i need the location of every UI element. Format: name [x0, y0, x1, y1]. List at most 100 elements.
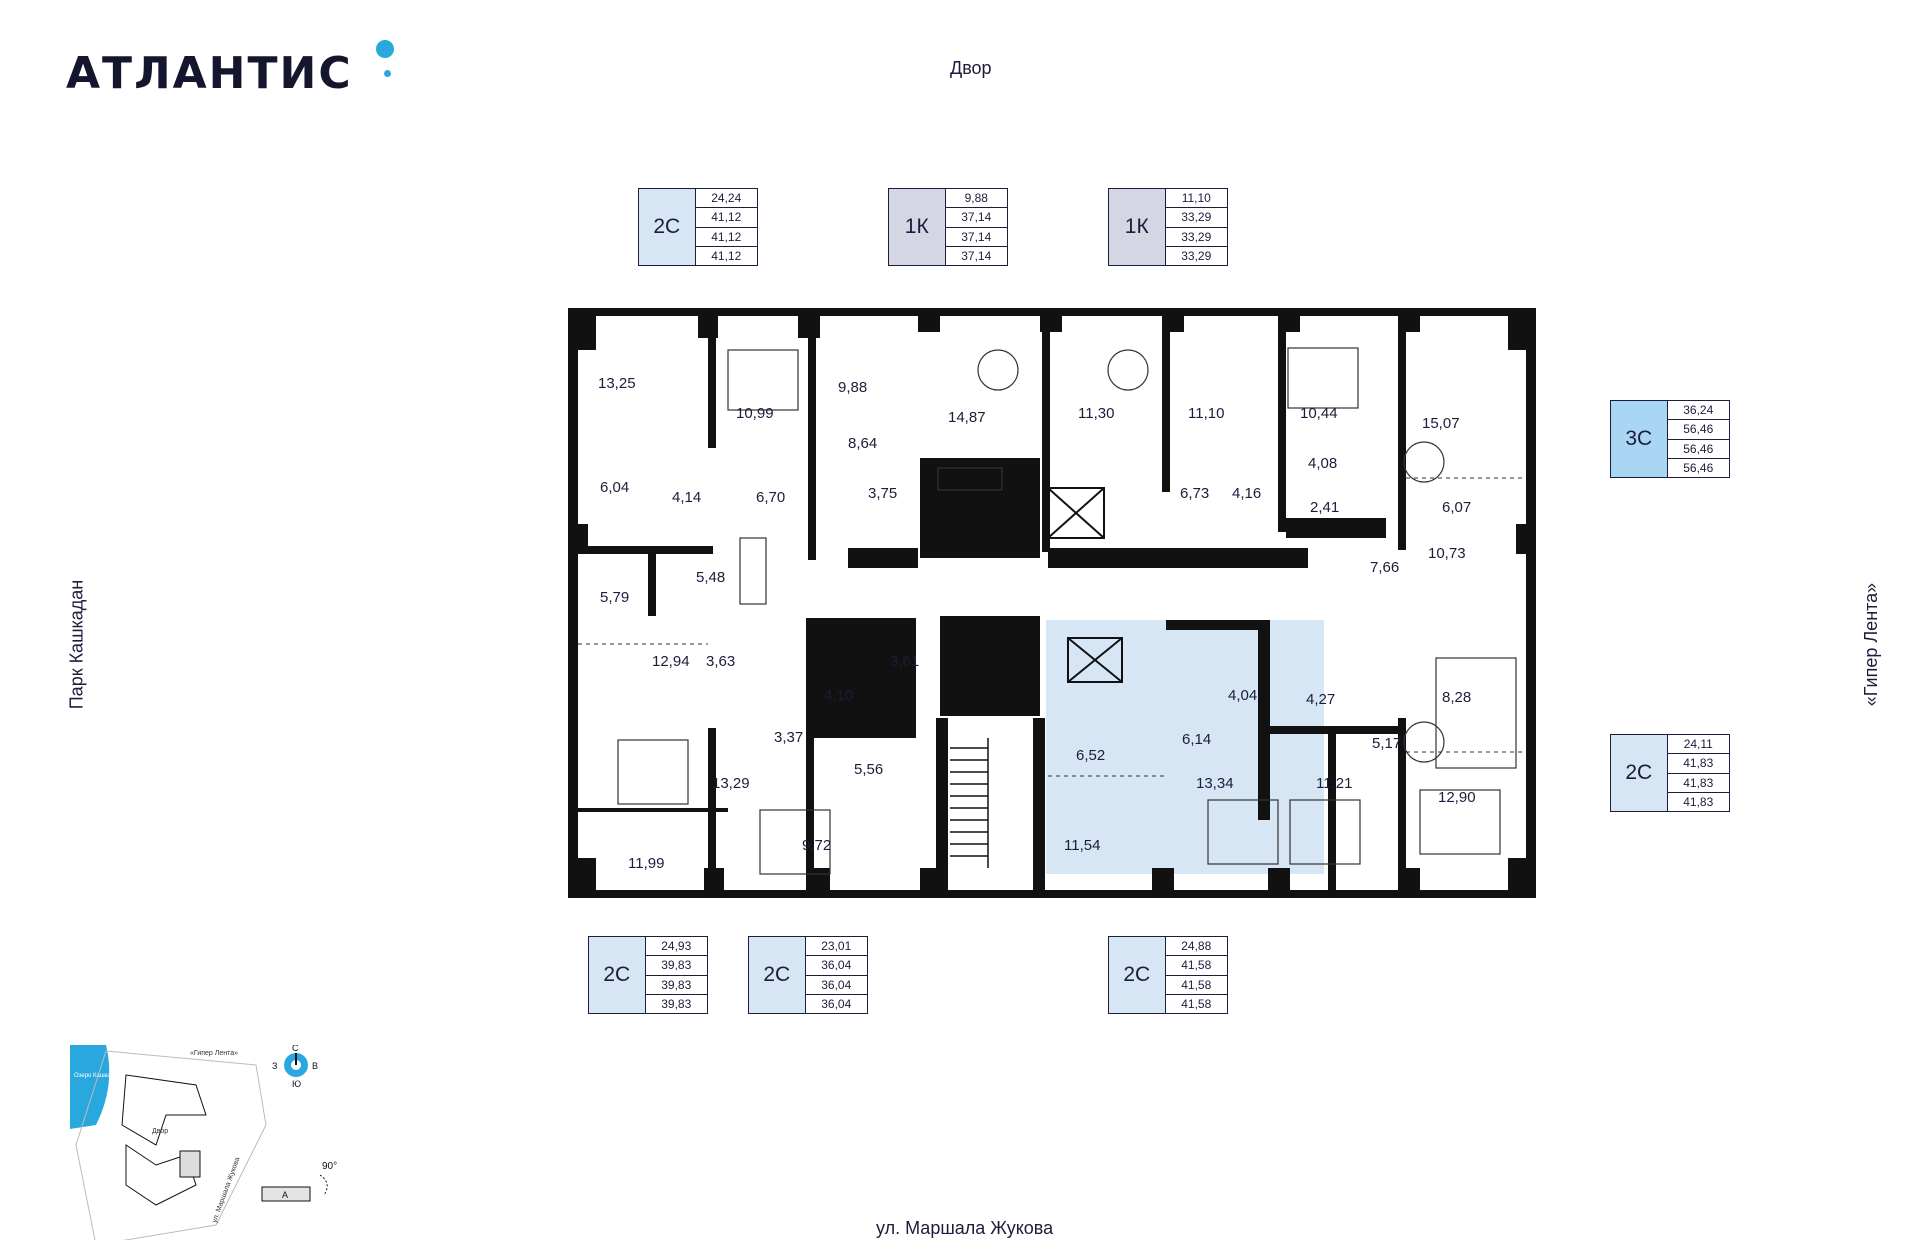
room-area-label: 8,28 — [1442, 689, 1471, 706]
apartment-code: 2С — [639, 189, 696, 265]
room-area-label: 5,79 — [600, 589, 629, 606]
room-area-label: 4,10 — [824, 687, 853, 704]
apartment-card[interactable]: 2С 24,24 41,12 41,12 41,12 — [638, 188, 758, 266]
apartment-value: 56,46 — [1667, 420, 1729, 440]
apartment-value: 41,83 — [1667, 774, 1729, 793]
apartment-card[interactable]: 1К 9,88 37,14 37,14 37,14 — [888, 188, 1008, 266]
apartment-value: 41,58 — [1165, 956, 1227, 976]
apartment-value: 24,88 — [1165, 937, 1227, 957]
room-area-label: 5,48 — [696, 569, 725, 586]
room-area-label: 4,16 — [1232, 485, 1261, 502]
room-area-label: 2,41 — [1310, 499, 1339, 516]
label-park: Парк Кашкадан — [66, 579, 87, 710]
inner-walls — [578, 328, 1406, 898]
rotation-label: 90° — [322, 1161, 337, 1172]
site-minimap[interactable]: Озеро Кашкадан «Гипер Лента» Двор ул. Ма… — [66, 1045, 366, 1240]
room-area-label: 11,10 — [1188, 405, 1224, 422]
apartment-value: 41,83 — [1683, 794, 1714, 809]
minimap-street-label: ул. Маршала Жукова — [211, 1156, 241, 1223]
room-area-label: 13,34 — [1196, 775, 1234, 792]
apartment-value: 23,01 — [805, 937, 867, 957]
apartment-card[interactable]: 2С 24,93 39,83 39,83 39,83 — [588, 936, 708, 1014]
apartment-code: 1К — [1109, 189, 1166, 265]
room-area-label: 5,17 — [1372, 735, 1401, 752]
apartment-value: 37,14 — [961, 248, 992, 263]
apartment-code: 2С — [749, 937, 806, 1013]
apartment-card[interactable]: 1К 11,10 33,29 33,29 33,29 — [1108, 188, 1228, 266]
apartment-value: 9,88 — [945, 189, 1007, 209]
apartment-code: 3С — [1611, 401, 1668, 477]
room-area-label: 13,25 — [598, 375, 636, 392]
apartment-value: 24,93 — [645, 937, 707, 957]
apartment-value: 56,46 — [1667, 440, 1729, 459]
room-area-label: 11,21 — [1316, 775, 1352, 792]
apartment-card[interactable]: 2С 23,01 36,04 36,04 36,04 — [748, 936, 868, 1014]
room-area-label: 4,04 — [1228, 687, 1257, 704]
apartment-value: 41,58 — [1165, 976, 1227, 995]
apartment-card[interactable]: 2С 24,11 41,83 41,83 41,83 — [1610, 734, 1730, 812]
room-area-label: 9,72 — [802, 837, 831, 854]
apartment-card[interactable]: 3С 36,24 56,46 56,46 56,46 — [1610, 400, 1730, 478]
apartment-value: 36,24 — [1667, 401, 1729, 421]
room-area-label: 4,27 — [1306, 691, 1335, 708]
compass-east: В — [312, 1061, 318, 1071]
apartment-value: 33,29 — [1181, 248, 1212, 263]
compass-north: С — [292, 1045, 299, 1053]
logo-dot-small-icon — [384, 70, 391, 77]
apartment-value: 39,83 — [661, 996, 692, 1011]
room-area-label: 4,08 — [1308, 455, 1337, 472]
room-area-label: 6,70 — [756, 489, 785, 506]
room-area-label: 9,88 — [838, 379, 867, 396]
apartment-value: 41,12 — [711, 248, 742, 263]
apartment-value: 37,14 — [945, 208, 1007, 228]
apartment-value: 41,12 — [695, 208, 757, 228]
room-area-label: 10,44 — [1300, 405, 1338, 422]
apartment-value: 41,12 — [695, 228, 757, 247]
site-boundary — [75, 1050, 267, 1240]
apartment-value: 39,83 — [645, 976, 707, 995]
apartment-code: 2С — [1109, 937, 1166, 1013]
room-area-label: 15,07 — [1422, 415, 1460, 432]
room-area-label: 6,07 — [1442, 499, 1471, 516]
apartment-value: 41,58 — [1181, 996, 1212, 1011]
apartment-value: 37,14 — [945, 228, 1007, 247]
apartment-value: 24,24 — [695, 189, 757, 209]
highlighted-apartment-a — [1046, 620, 1176, 874]
outer-walls — [568, 308, 1536, 898]
lake-label: Озеро Кашкадан — [74, 1073, 121, 1079]
room-dividers — [578, 477, 1526, 777]
elevators — [961, 487, 1123, 683]
room-area-label: 14,87 — [948, 409, 986, 426]
section-box[interactable] — [261, 1186, 311, 1202]
minimap-yard-label: Двор — [152, 1128, 168, 1135]
compass-south: Ю — [292, 1079, 301, 1089]
apartment-value: 41,83 — [1667, 754, 1729, 774]
room-area-label: 10,99 — [736, 405, 774, 422]
room-area-label: 5,56 — [854, 761, 883, 778]
room-area-label: 3,37 — [774, 729, 803, 746]
room-area-label: 3,63 — [706, 653, 735, 670]
room-area-label: 11,99 — [628, 855, 664, 872]
room-area-label: 13,29 — [712, 775, 750, 792]
logo-dot-icon — [376, 40, 394, 58]
room-area-label: 6,14 — [1182, 731, 1211, 748]
apartment-value: 33,29 — [1165, 208, 1227, 228]
room-area-label: 10,73 — [1428, 545, 1466, 562]
room-area-label: 6,73 — [1180, 485, 1209, 502]
room-area-label: 11,30 — [1078, 405, 1114, 422]
apartment-value: 39,83 — [645, 956, 707, 976]
apartment-card[interactable]: 2С 24,88 41,58 41,58 41,58 — [1108, 936, 1228, 1014]
label-yard: Двор — [950, 58, 992, 78]
brand-logo: АТЛАНТИС — [66, 48, 353, 99]
minimap-giper-label: «Гипер Лента» — [190, 1050, 238, 1057]
apartment-value: 36,04 — [805, 976, 867, 995]
compass-west: З — [272, 1061, 277, 1071]
apartment-value: 24,11 — [1667, 735, 1729, 755]
apartment-value: 33,29 — [1165, 228, 1227, 247]
apartment-code: 2С — [1611, 735, 1668, 811]
rotation-arrow-icon — [319, 1174, 328, 1196]
lake-shape — [70, 1045, 110, 1129]
furniture — [617, 347, 1517, 875]
building-outlines — [121, 1074, 207, 1206]
apartment-code: 2С — [589, 937, 646, 1013]
